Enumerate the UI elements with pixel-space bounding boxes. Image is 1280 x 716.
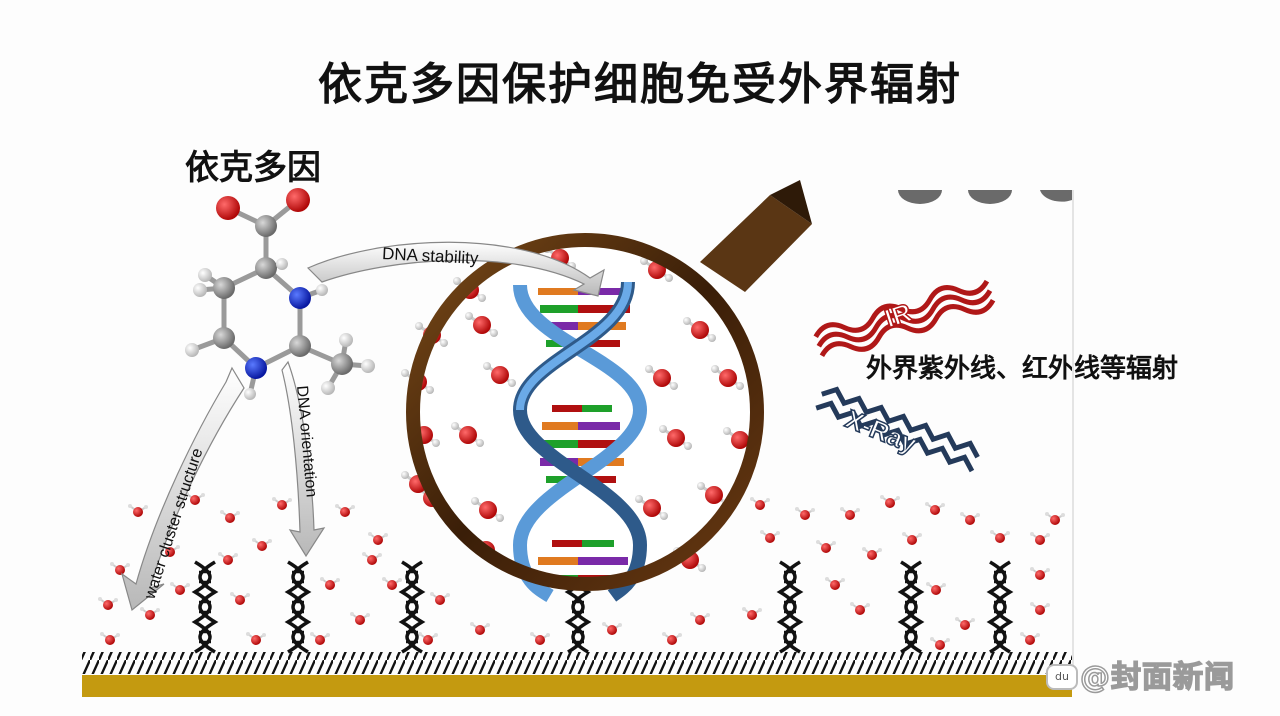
water-cluster-label: water cluster structure bbox=[141, 446, 206, 602]
dna-orientation-arrow: DNA orientation bbox=[281, 360, 326, 558]
watermark-text: @封面新闻 bbox=[1079, 659, 1235, 696]
dna-stability-arrow: DNA stability bbox=[306, 241, 605, 297]
molecule-label: 依克多因 bbox=[185, 148, 321, 188]
water-cluster-arrow: water cluster structure bbox=[120, 366, 245, 612]
magnifier-rim bbox=[406, 233, 764, 591]
decorative-semicircles bbox=[898, 190, 1072, 204]
hatched-surface bbox=[82, 652, 1072, 674]
magnifier-handle bbox=[700, 180, 812, 292]
radiation-description: 外界紫外线、红外线等辐射 bbox=[866, 354, 1179, 384]
watermark-paw-icon: du bbox=[1046, 664, 1078, 690]
slide-title: 依克多因保护细胞免受外界辐射 bbox=[318, 59, 962, 110]
gold-substrate bbox=[82, 675, 1072, 697]
xray-radiation-wave: X-Ray bbox=[815, 386, 980, 473]
frame-divider bbox=[1072, 190, 1074, 684]
ectoine-molecule bbox=[185, 188, 375, 400]
